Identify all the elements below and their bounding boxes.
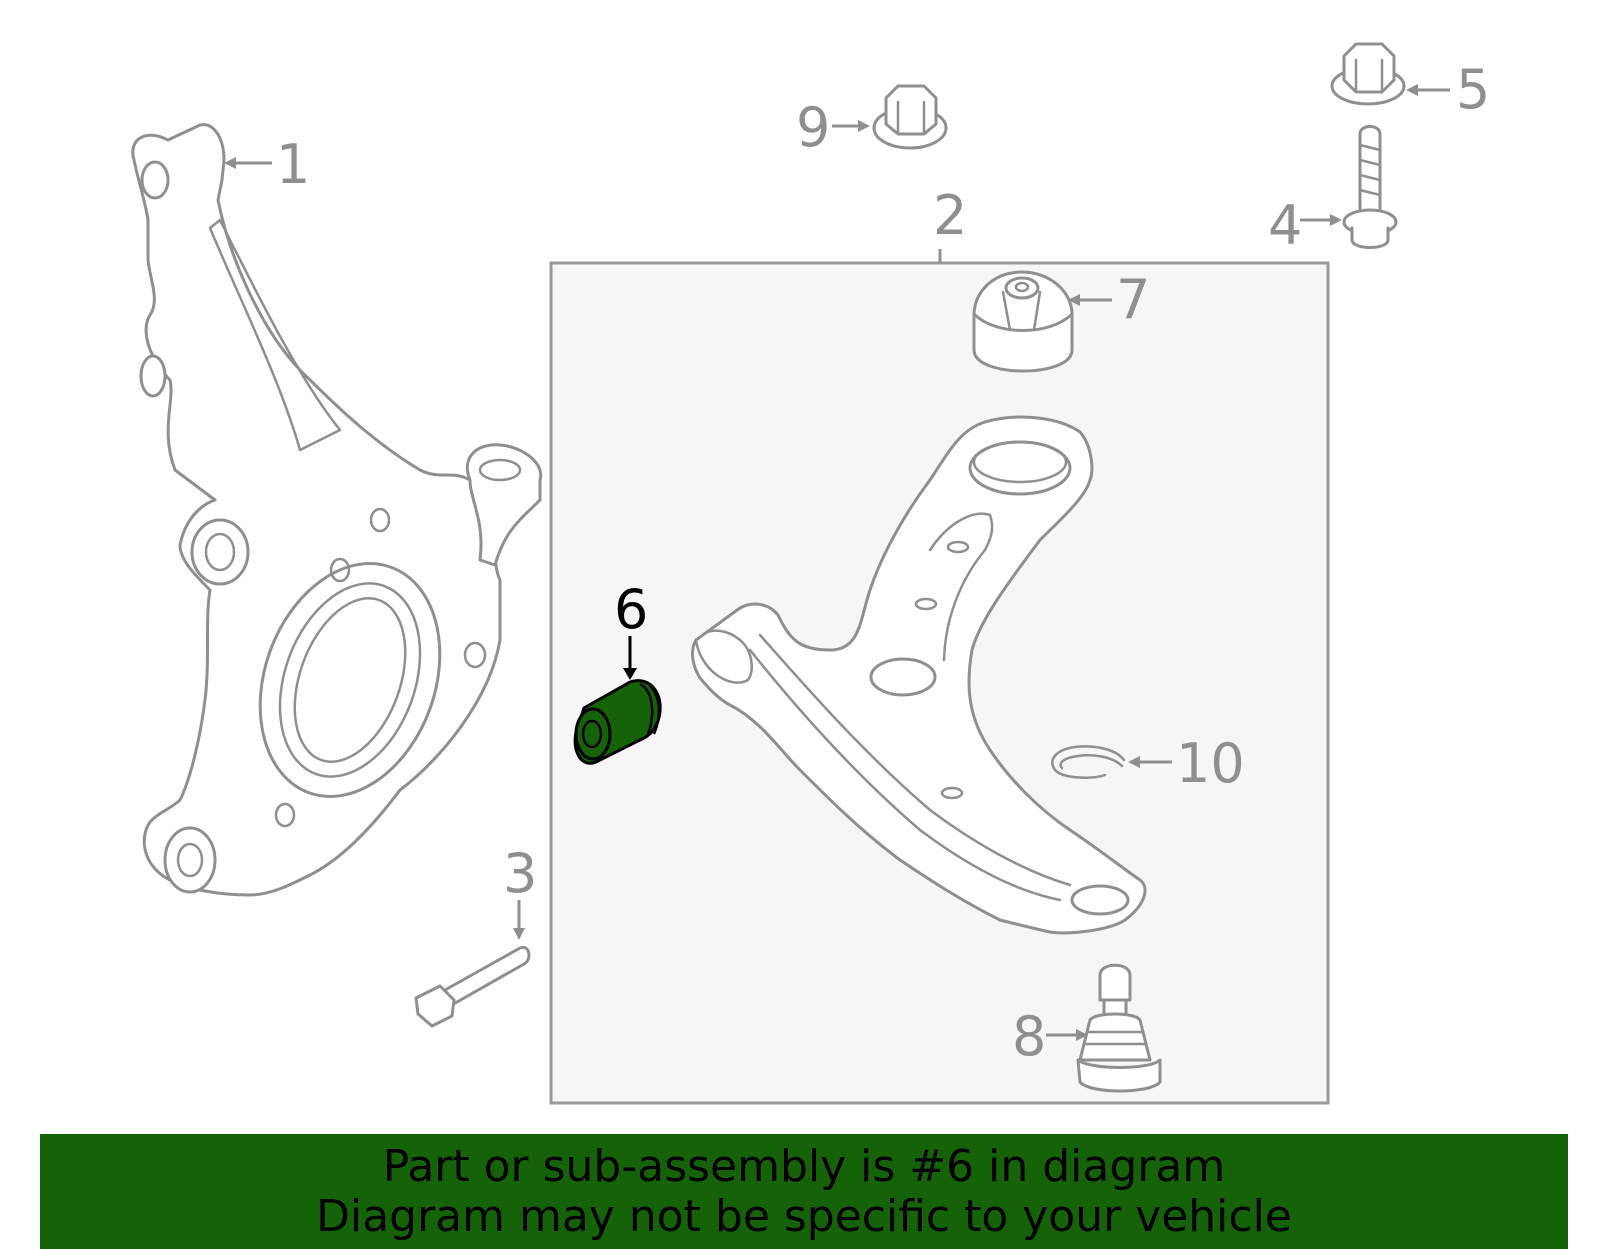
callout-3: 3 [503, 842, 537, 905]
callout-9: 9 [796, 96, 830, 159]
arrowhead-9 [858, 120, 870, 132]
callout-2: 2 [933, 184, 967, 247]
callout-10: 10 [1176, 732, 1245, 795]
arrowhead-10 [1128, 756, 1140, 768]
arrowhead-3 [513, 928, 525, 940]
part-8-ball-joint[interactable] [1076, 963, 1162, 1093]
part-5-flange-nut[interactable] [1330, 42, 1406, 106]
arrowhead-8 [1076, 1029, 1088, 1041]
part-6-bushing-highlighted[interactable] [573, 679, 662, 765]
part-3-bolt[interactable] [414, 945, 531, 1028]
part-9-flange-nut[interactable] [872, 84, 948, 150]
banner-line-disclaimer: Diagram may not be specific to your vehi… [316, 1190, 1292, 1242]
info-banner: Part or sub-assembly is #6 in diagram Di… [40, 1134, 1568, 1249]
part-2-lower-control-arm[interactable] [691, 415, 1147, 935]
arrowhead-1 [224, 157, 236, 169]
arrowhead-7 [1068, 294, 1080, 306]
callout-1: 1 [276, 133, 310, 196]
part-1-steering-knuckle[interactable] [131, 123, 543, 897]
callout-4: 4 [1268, 194, 1302, 257]
banner-line-part-number: Part or sub-assembly is #6 in diagram [382, 1140, 1226, 1192]
arrowhead-5 [1406, 84, 1418, 96]
part-7-bushing[interactable] [972, 270, 1074, 373]
callout-7: 7 [1116, 268, 1150, 331]
callout-5: 5 [1456, 58, 1490, 121]
arrowhead-6 [623, 668, 637, 680]
part-4-bolt[interactable] [1342, 125, 1398, 249]
callout-6: 6 [614, 578, 648, 641]
callout-8: 8 [1012, 1005, 1046, 1068]
arrowhead-4 [1330, 214, 1342, 226]
part-10-snap-ring[interactable] [1051, 745, 1126, 779]
